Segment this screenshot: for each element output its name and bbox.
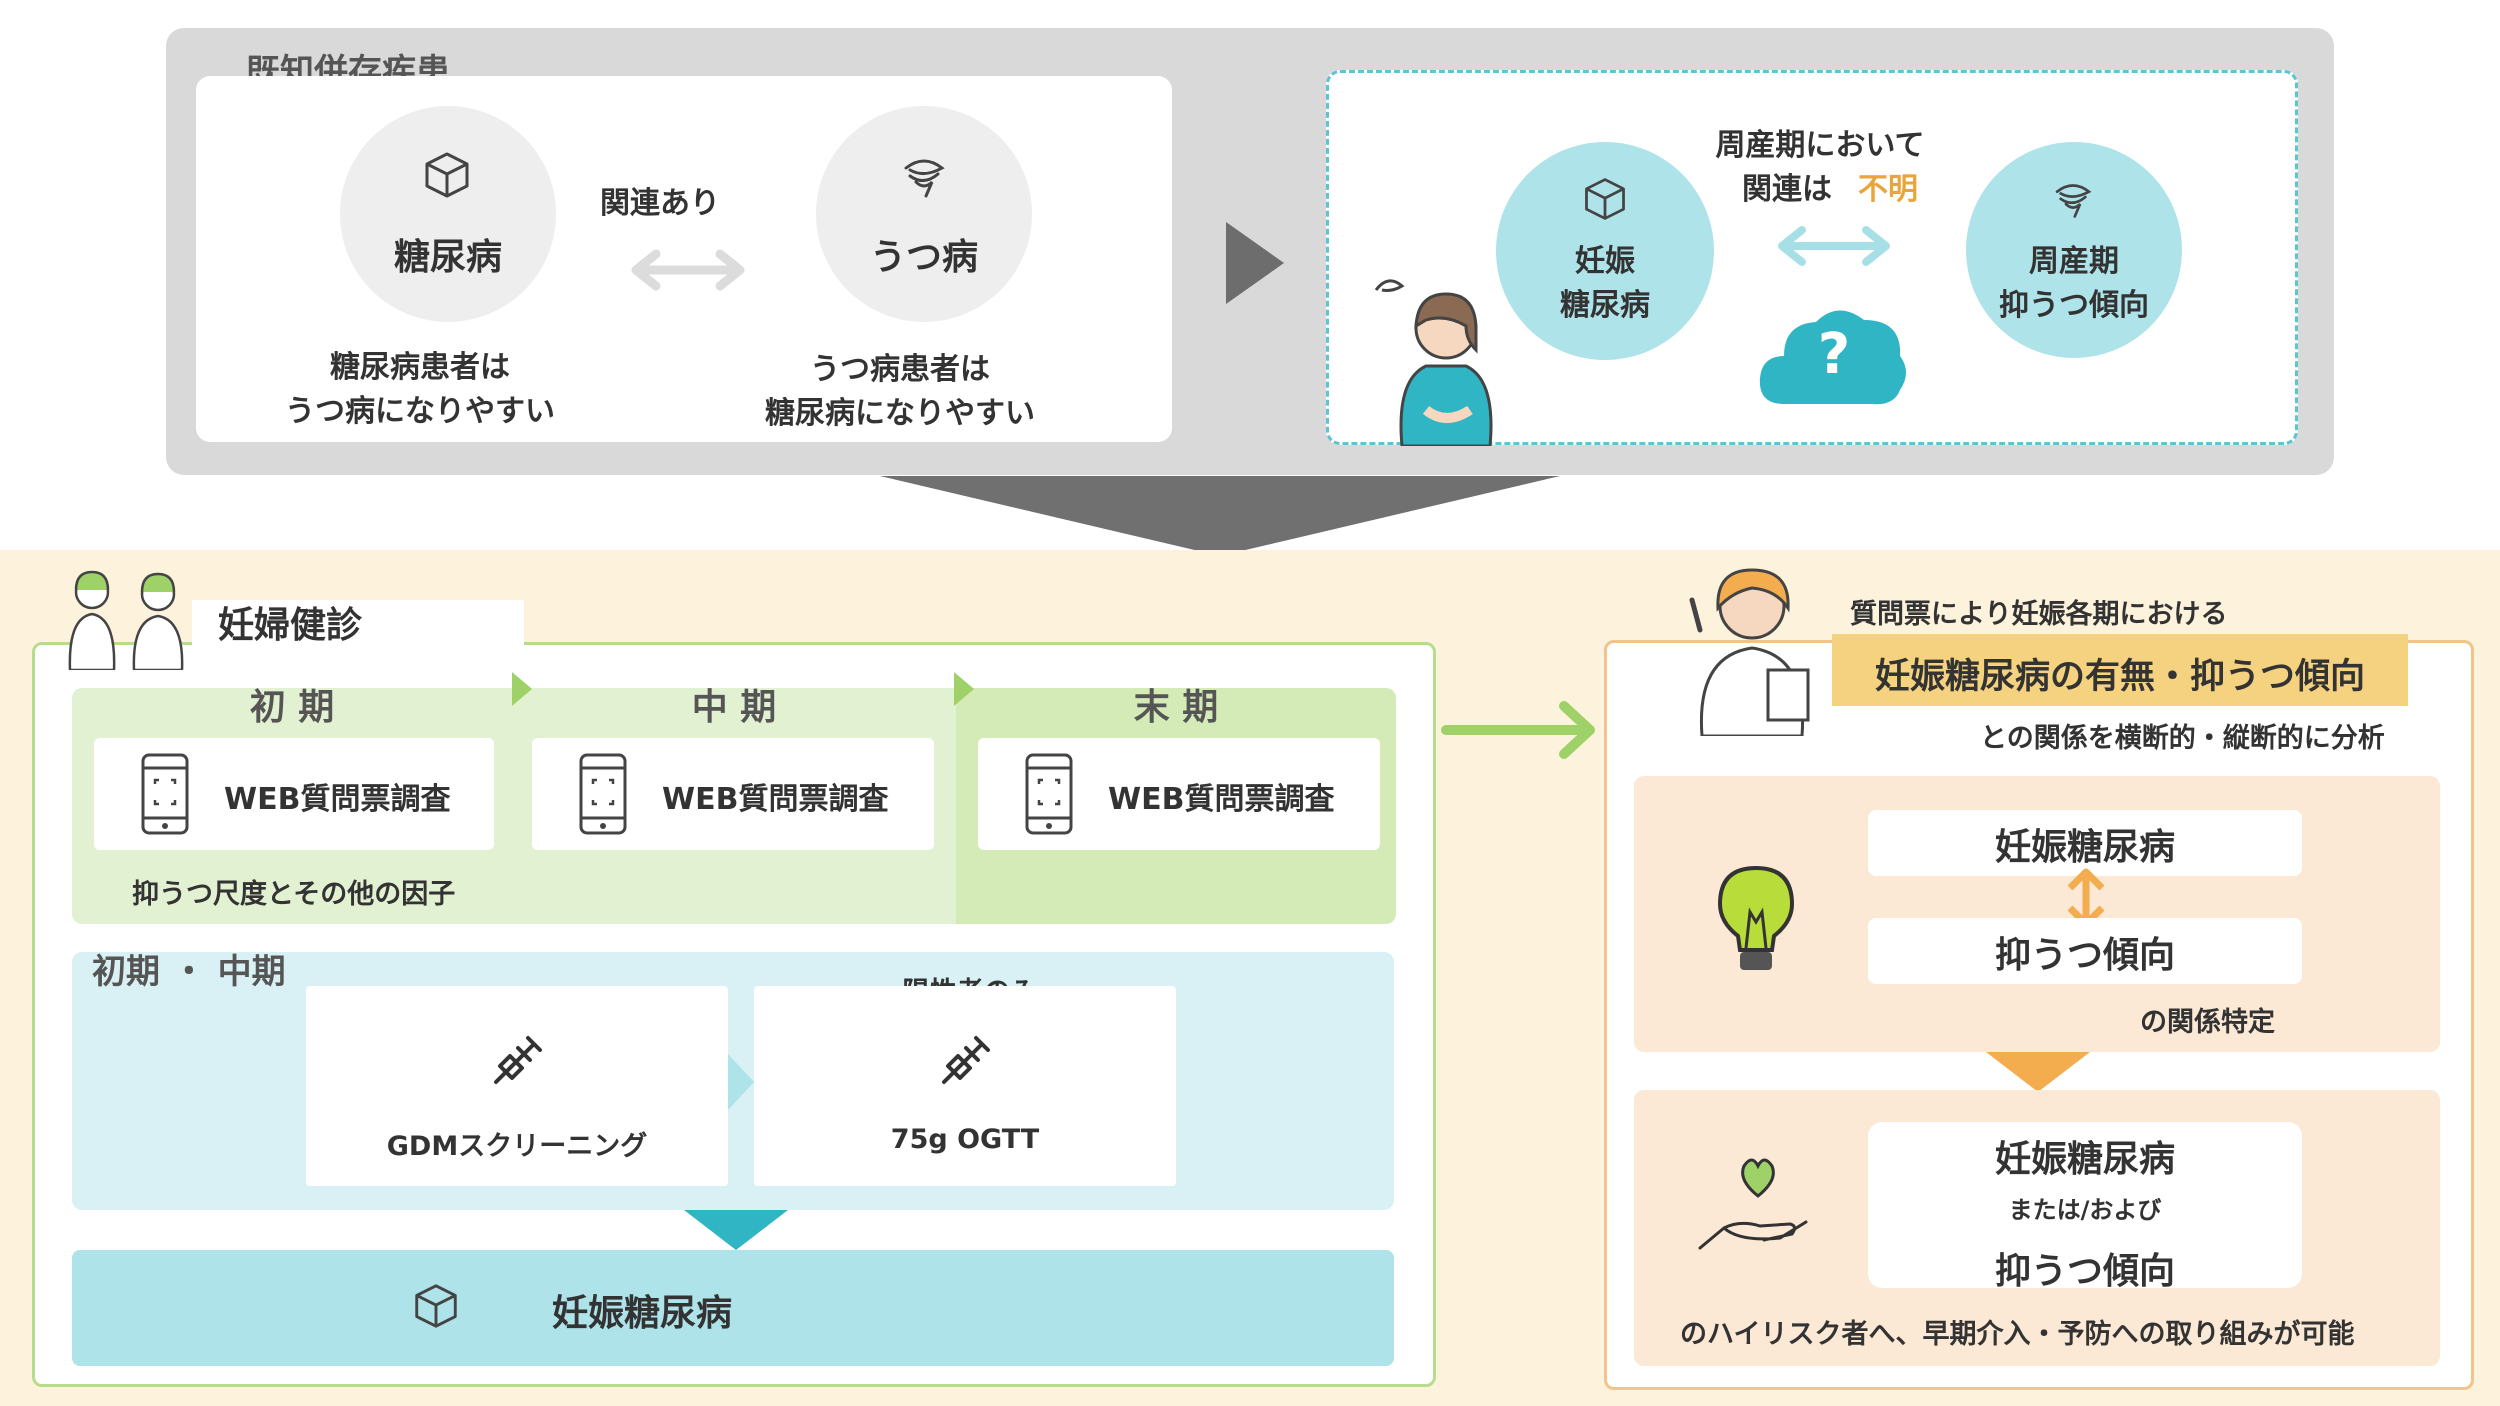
- brain-swirl-icon: [904, 159, 945, 198]
- bidirectional-arrow-teal: [1778, 226, 1890, 266]
- checkup-title-bg: [192, 600, 524, 646]
- screening-arrow-icon: [728, 1054, 754, 1110]
- period-early-label: 初 期: [249, 687, 335, 728]
- question-line2a: 関連は: [1742, 172, 1832, 207]
- question-mark: ?: [1817, 322, 1851, 387]
- lightbulb-icon: [1717, 865, 1795, 970]
- diabetes-note-line1: 糖尿病患者は: [330, 350, 510, 385]
- diabetes-label: 糖尿病: [393, 237, 502, 278]
- depressive-pill-label: 抑うつ傾向: [1994, 935, 2175, 976]
- analysis-subline: との関係を横断的・縦断的に分析: [1980, 723, 2385, 754]
- ogtt-card: [754, 986, 1176, 1186]
- headline-highlight: [1832, 634, 2408, 706]
- perinatal-circle-line2: 抑うつ傾向: [1999, 288, 2149, 323]
- period-arrow-icon: [954, 672, 974, 706]
- diabetes-note-line2: うつ病になりやすい: [285, 394, 555, 429]
- cube-icon: [425, 152, 469, 198]
- next-triangle-icon: [1226, 222, 1284, 304]
- down-arrow-triangle: [880, 476, 1560, 556]
- web-survey-card-mid: [532, 738, 934, 850]
- question-unknown: 不明: [1858, 172, 1918, 207]
- cube-icon: [1585, 178, 1625, 220]
- right-arrow-green: [1441, 701, 1595, 759]
- smartphone-icon: [1025, 753, 1073, 835]
- perinatal-depressive-circle: [1966, 142, 2182, 358]
- brain-swirl-icon: [2055, 184, 2092, 218]
- researcher-illustration: [1689, 568, 1810, 736]
- gdm-result-label: 妊娠糖尿病: [552, 1293, 733, 1334]
- syringe-icon: [942, 1036, 990, 1084]
- web-survey-label-late: WEB質問票調査: [1108, 782, 1335, 817]
- down-arrow-teal: [684, 1210, 788, 1250]
- analysis-intro: 質問票により妊娠各期における: [1850, 599, 2228, 630]
- gdm-pill-label: 妊娠糖尿病: [1994, 827, 2175, 868]
- gdm-circle-line1: 妊娠: [1575, 244, 1635, 279]
- and-or-label: または/および: [2008, 1196, 2162, 1224]
- depression-circle: [816, 106, 1032, 322]
- depression-note-line2: 糖尿病になりやすい: [765, 396, 1035, 431]
- high-risk-label: のハイリスク者へ、早期介入・予防への取り組みが可能: [1680, 1319, 2355, 1350]
- down-arrow-orange: [1986, 1052, 2090, 1092]
- relation-identify-label: の関係特定: [2140, 1007, 2275, 1038]
- gdm-label-2: 妊娠糖尿病: [1994, 1139, 2175, 1180]
- checkup-title: 妊婦健診: [218, 605, 363, 646]
- gdm-screening-card: [306, 986, 728, 1186]
- analysis-headline: 妊娠糖尿病の有無・抑うつ傾向: [1874, 657, 2365, 697]
- cube-icon: [415, 1284, 457, 1328]
- perinatal-circle-line1: 周産期: [2029, 244, 2119, 279]
- syringe-icon: [494, 1036, 542, 1084]
- depression-label: うつ病: [869, 237, 978, 278]
- web-survey-card-early: [94, 738, 494, 850]
- gdm-result-bar: [72, 1250, 1394, 1366]
- web-survey-card-late: [978, 738, 1380, 850]
- depressive-label-2: 抑うつ傾向: [1994, 1251, 2175, 1292]
- period-arrow-icon: [512, 672, 532, 706]
- medical-staff-illustration: [68, 570, 184, 670]
- smartphone-icon: [141, 753, 189, 835]
- bidirectional-arrow-grey: [631, 249, 745, 291]
- web-survey-label-mid: WEB質問票調査: [662, 782, 889, 817]
- gdm-depressive-pill: [1868, 1122, 2302, 1288]
- question-line1: 周産期において: [1715, 128, 1925, 163]
- gdm-screening-label: GDMスクリーニング: [386, 1131, 648, 1162]
- factors-note: 抑うつ尺度とその他の因子: [132, 879, 456, 910]
- gdm-pill: [1868, 810, 2302, 876]
- web-survey-label-early: WEB質問票調査: [224, 782, 451, 817]
- period-mid-label: 中 期: [691, 687, 777, 728]
- period-late-label: 末 期: [1133, 687, 1219, 728]
- gdm-circle-line2: 糖尿病: [1560, 288, 1650, 323]
- depression-note-line1: うつ病患者は: [810, 352, 990, 387]
- screening-title: 初期 ・ 中期: [92, 952, 286, 992]
- ogtt-label: 75g OGTT: [890, 1124, 1040, 1155]
- smartphone-icon: [579, 753, 627, 835]
- pregnant-woman-illustration: [1374, 279, 1493, 446]
- heart-hand-icon: [1698, 1158, 1808, 1250]
- depressive-pill: [1868, 918, 2302, 984]
- relation-label: 関連あり: [600, 186, 720, 221]
- diabetes-circle: [340, 106, 556, 322]
- question-cloud-icon: [1759, 310, 1906, 405]
